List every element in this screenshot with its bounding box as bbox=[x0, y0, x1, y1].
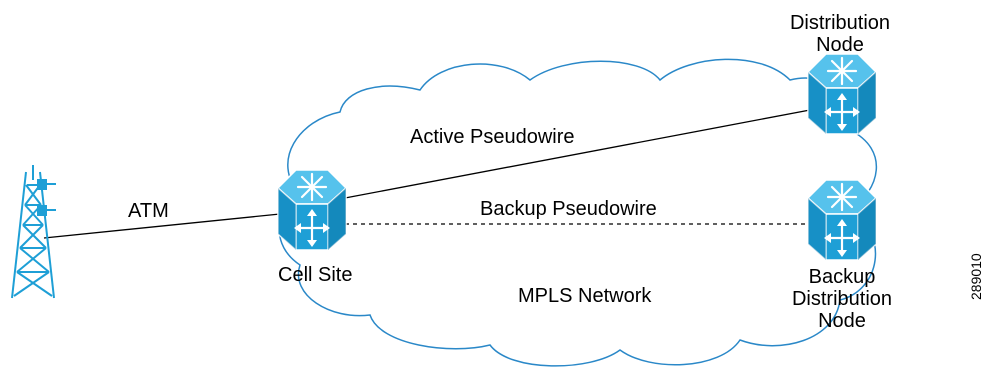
atm-link bbox=[43, 213, 281, 239]
backup-distribution-node-router-icon bbox=[806, 178, 878, 262]
cell-tower-icon bbox=[11, 165, 56, 299]
active-pseudowire-label: Active Pseudowire bbox=[410, 126, 575, 148]
active-pseudowire-link bbox=[344, 109, 811, 199]
cell-site-label: Cell Site bbox=[278, 264, 353, 286]
cell-site-router-icon bbox=[276, 168, 348, 252]
atm-label: ATM bbox=[128, 200, 169, 222]
backup-pseudowire-label: Backup Pseudowire bbox=[480, 198, 657, 220]
figure-id-label: 289010 bbox=[968, 253, 984, 300]
backup-distribution-node-label: Backup Distribution Node bbox=[791, 266, 893, 332]
distribution-node-router-icon bbox=[806, 52, 878, 136]
distribution-node-label: Distribution Node bbox=[789, 12, 891, 56]
mpls-network-label: MPLS Network bbox=[518, 285, 652, 307]
